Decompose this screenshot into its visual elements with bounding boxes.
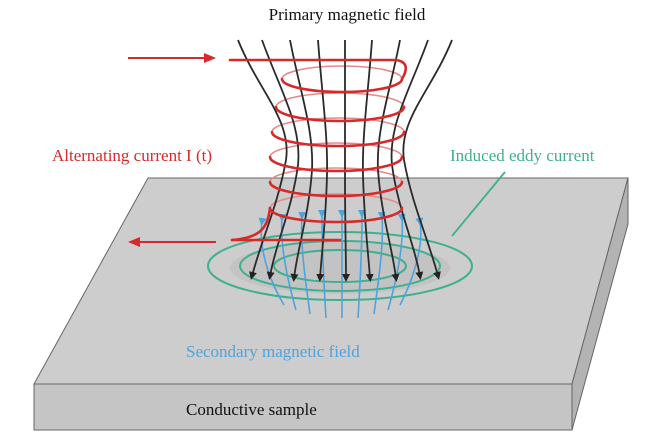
coil-lead-in (228, 58, 408, 81)
primary-field-line (402, 39, 453, 280)
coil-back-turn (281, 65, 403, 80)
eddy-pointer-line (451, 171, 506, 237)
secondary-field-line (387, 213, 406, 311)
alternating-current-label: Alternating current I (t) (52, 146, 212, 165)
secondary-field-line (357, 209, 367, 319)
conductive-plate (33, 177, 629, 431)
secondary-field-line (317, 209, 327, 319)
coil-back-turns (269, 65, 405, 209)
coil-back-turn (271, 117, 405, 133)
sample-label: Conductive sample (186, 400, 317, 419)
coil-front-turn (274, 105, 406, 123)
primary-field-line (341, 39, 350, 282)
primary-field-line (376, 39, 401, 282)
coil-front-turn (280, 77, 404, 94)
primary-field-line (361, 39, 374, 282)
induced-eddy-label: Induced eddy current (450, 146, 595, 165)
coil (228, 58, 408, 242)
coil-back-turn (269, 193, 403, 209)
secondary-field-line (298, 211, 311, 315)
coil-front-turn (268, 206, 404, 224)
secondary-field-line (278, 213, 297, 311)
eddy-ring-inner (273, 249, 407, 283)
primary-field-label: Primary magnetic field (269, 5, 426, 24)
primary-field-line (261, 39, 300, 280)
primary-field-line (316, 39, 329, 282)
coil-front-turn (268, 180, 404, 198)
coil-front-turn (268, 155, 404, 173)
eddy-ring-outer (207, 231, 473, 301)
secondary-field-line (373, 211, 386, 315)
coil-back-turn (269, 142, 403, 158)
coil-front-turn (270, 130, 406, 148)
primary-field-line (237, 39, 288, 280)
coil-back-turn (269, 167, 403, 183)
secondary-field-line (399, 217, 424, 306)
secondary-field-label: Secondary magnetic field (186, 342, 360, 361)
plate-side-face (571, 177, 629, 431)
